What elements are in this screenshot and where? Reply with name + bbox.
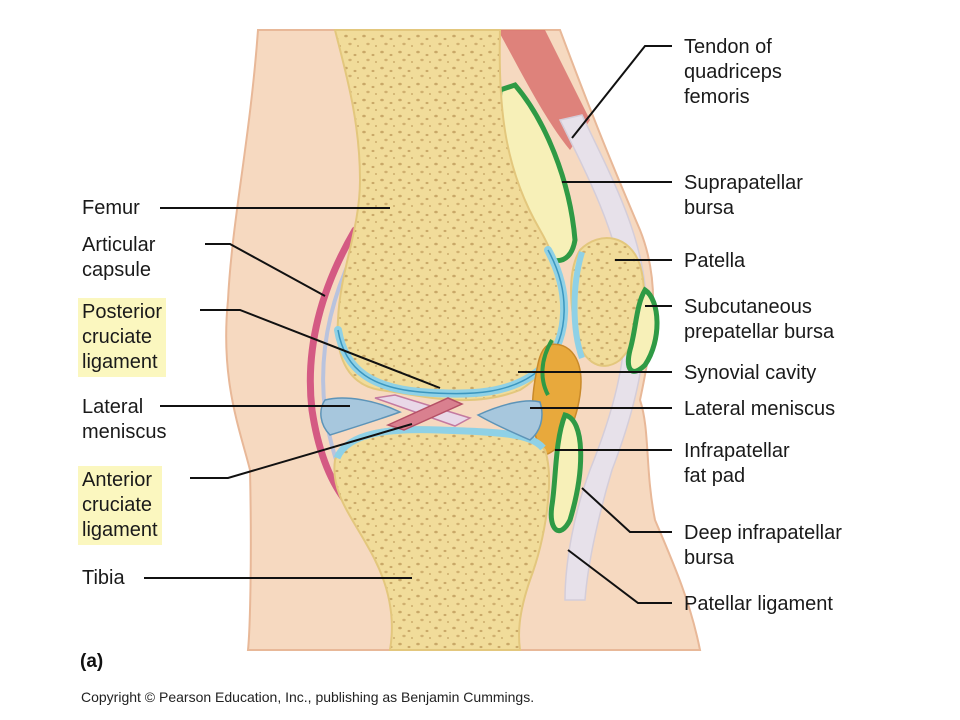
lateral-meniscus-right-shape [476,400,543,441]
deep-infrapatellar-bursa-shape [548,412,584,534]
label-infrapatellar-fat-pad: Infrapatellar fat pad [684,440,790,487]
label-tibia: Tibia [82,567,125,589]
label-posterior-cruciate-ligament: Posterior cruciate ligament [78,298,167,377]
articular-capsule-shape [306,226,359,504]
label-deep-infrapatellar-bursa: Deep infrapatellar bursa [684,522,842,569]
lateral-meniscus-left-shape [320,397,402,436]
label-articular-capsule: Articular capsule [82,234,156,281]
fat-pad-green-rim [540,338,554,396]
label-suprapatellar-bursa: Suprapatellar bursa [684,172,803,219]
label-subcutaneous-prepatellar-bursa: Subcutaneous prepatellar bursa [684,296,835,343]
label-tendon-of-quadriceps-femoris: Tendon of quadriceps femoris [684,36,782,108]
femur-cartilage-edge [337,249,565,395]
patella-cartilage [571,251,585,360]
leader-anterior-cruciate [190,423,413,479]
leader-tendon-quadriceps [571,45,672,139]
label-anterior-cruciate-ligament: Anterior cruciate ligament [78,466,162,545]
label-patella: Patella [684,250,746,272]
label-lateral-meniscus-right: Lateral meniscus [684,398,836,420]
label-femur: Femur [82,197,140,219]
leader-posterior-cruciate [200,309,441,389]
label-lateral-meniscus-left: Lateral meniscus [82,396,167,443]
label-patellar-ligament: Patellar ligament [684,593,833,615]
copyright-notice: Copyright © Pearson Education, Inc., pub… [81,689,535,705]
figure-tag: (a) [80,651,104,672]
leader-deep-infrapatellar-bursa [581,487,672,533]
leader-articular-capsule [205,243,326,297]
leader-patellar-ligament [567,549,672,604]
label-synovial-cavity: Synovial cavity [684,362,817,384]
